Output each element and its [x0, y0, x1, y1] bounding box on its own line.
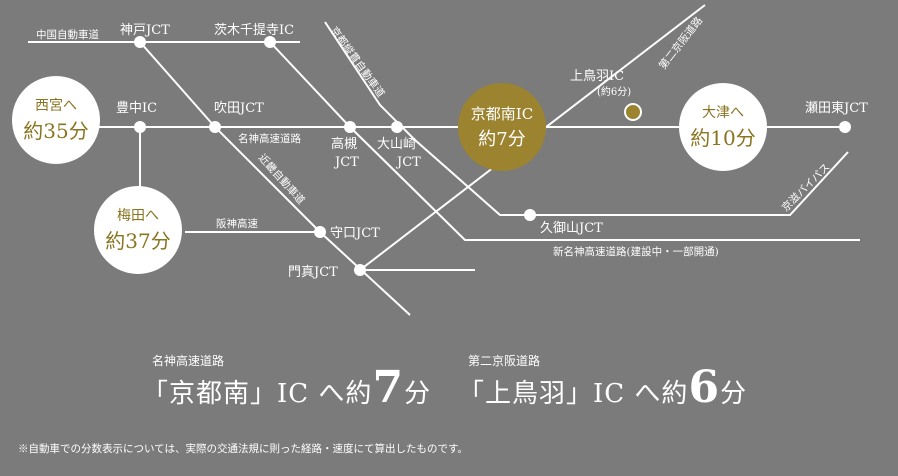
- node-takatsuki-jct: [344, 121, 356, 133]
- road-label-hanshin: 阪神高速: [216, 217, 258, 230]
- headline-right-post: 分: [720, 379, 748, 409]
- node-suita-jct: [209, 121, 221, 133]
- label-takatsuki: 高槻: [331, 136, 357, 152]
- headline-right-road: 第二京阪道路: [468, 354, 541, 368]
- bubble-kyoto-minami-line2: 約7分: [478, 129, 525, 150]
- footnote: ※自動車での分数表示については、実際の交通法規に則った経路・速度にて算出したもの…: [18, 443, 468, 455]
- bubble-nishinomiya-line2: 約35分: [23, 119, 88, 143]
- label-suita-jct: 吹田JCT: [214, 101, 264, 116]
- node-kadoma-jct: [354, 264, 366, 276]
- node-ibaraki-ic: [264, 36, 276, 48]
- road-keiji-bypass-line: [530, 151, 849, 216]
- road-keiji-jukan-line: [324, 21, 530, 216]
- label-oyamazaki: 大山崎: [377, 137, 416, 152]
- headline-left: 「京都南」IC へ約7分: [142, 362, 431, 413]
- bubble-umeda-line1: 梅田へ: [117, 208, 159, 224]
- node-oyamazaki-jct: [391, 121, 403, 133]
- bubble-nishinomiya-line1: 西宮へ: [35, 98, 77, 114]
- bubble-kyoto-minami: 京都南IC 約7分: [458, 83, 546, 171]
- headline-right-pre: 「上鳥羽」IC へ約: [458, 379, 689, 409]
- road-kinki-line: [139, 41, 411, 316]
- road-label-chugoku: 中国自動車道: [36, 28, 99, 41]
- label-ibaraki-ic: 茨木千提寺IC: [214, 22, 294, 38]
- headline-left-post: 分: [404, 379, 432, 409]
- label-kamitoba-ic: 上鳥羽IC: [570, 69, 624, 84]
- label-seta-higashi-jct: 瀬田東JCT: [805, 100, 868, 116]
- node-seta-higashi-jct: [839, 121, 851, 133]
- bubble-umeda: 梅田へ 約37分: [94, 186, 182, 274]
- bubble-umeda-line2: 約37分: [105, 229, 170, 253]
- label-takatsuki-jct: JCT: [333, 155, 359, 170]
- headline-left-road: 名神高速道路: [152, 354, 225, 368]
- node-moriguchi-jct: [314, 226, 326, 238]
- bubble-kyoto-minami-line1: 京都南IC: [471, 105, 533, 123]
- label-kumiyama-jct: 久御山JCT: [540, 221, 603, 236]
- label-kamitoba-time: (約6分): [597, 85, 631, 98]
- label-kadoma-jct: 門真JCT: [288, 265, 338, 280]
- label-oyamazaki-jct: JCT: [395, 155, 421, 170]
- road-ibaraki-line: [269, 41, 860, 241]
- bubble-otsu-line1: 大津へ: [702, 105, 744, 121]
- headline-right: 「上鳥羽」IC へ約6分: [458, 362, 747, 413]
- node-kobe-jct: [134, 36, 146, 48]
- bubble-otsu-line2: 約10分: [690, 126, 755, 150]
- road-label-keiji-bypass: 京滋バイパス: [779, 161, 833, 215]
- road-label-shin-meishin: 新名神高速道路(建設中・一部開通): [553, 245, 719, 258]
- road-label-keiji-jukan: 京都縦貫自動車道: [328, 24, 388, 100]
- node-toyonaka-ic: [134, 121, 146, 133]
- node-kamitoba-ic: [624, 103, 642, 121]
- headline-right-num: 6: [688, 362, 721, 413]
- node-kumiyama-jct: [524, 209, 536, 221]
- label-moriguchi-jct: 守口JCT: [330, 226, 380, 241]
- label-kobe-jct: 神戸JCT: [120, 23, 170, 38]
- bubble-nishinomiya: 西宮へ 約35分: [12, 76, 100, 164]
- label-toyonaka-ic: 豊中IC: [116, 101, 157, 116]
- bubble-otsu: 大津へ 約10分: [679, 83, 767, 171]
- headline-left-num: 7: [372, 362, 405, 413]
- headline-left-pre: 「京都南」IC へ約: [142, 379, 373, 409]
- road-label-meishin: 名神高速道路: [238, 132, 301, 145]
- road-label-kinki: 近畿自動車道: [256, 151, 308, 207]
